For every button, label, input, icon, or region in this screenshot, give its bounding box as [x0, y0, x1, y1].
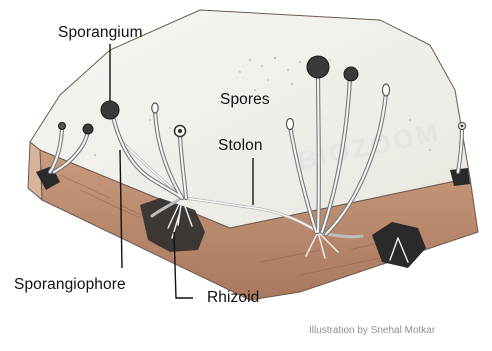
label-sporangium: Sporangium — [58, 25, 143, 41]
illustration-credit: Illustration by Snehal Motkar — [309, 326, 435, 336]
label-sporangiophore: Sporangiophore — [14, 277, 126, 293]
label-stolon: Stolon — [218, 138, 263, 154]
sporangium-head — [101, 101, 119, 119]
label-spores: Spores — [220, 92, 270, 108]
label-rhizoid: Rhizoid — [207, 290, 259, 306]
